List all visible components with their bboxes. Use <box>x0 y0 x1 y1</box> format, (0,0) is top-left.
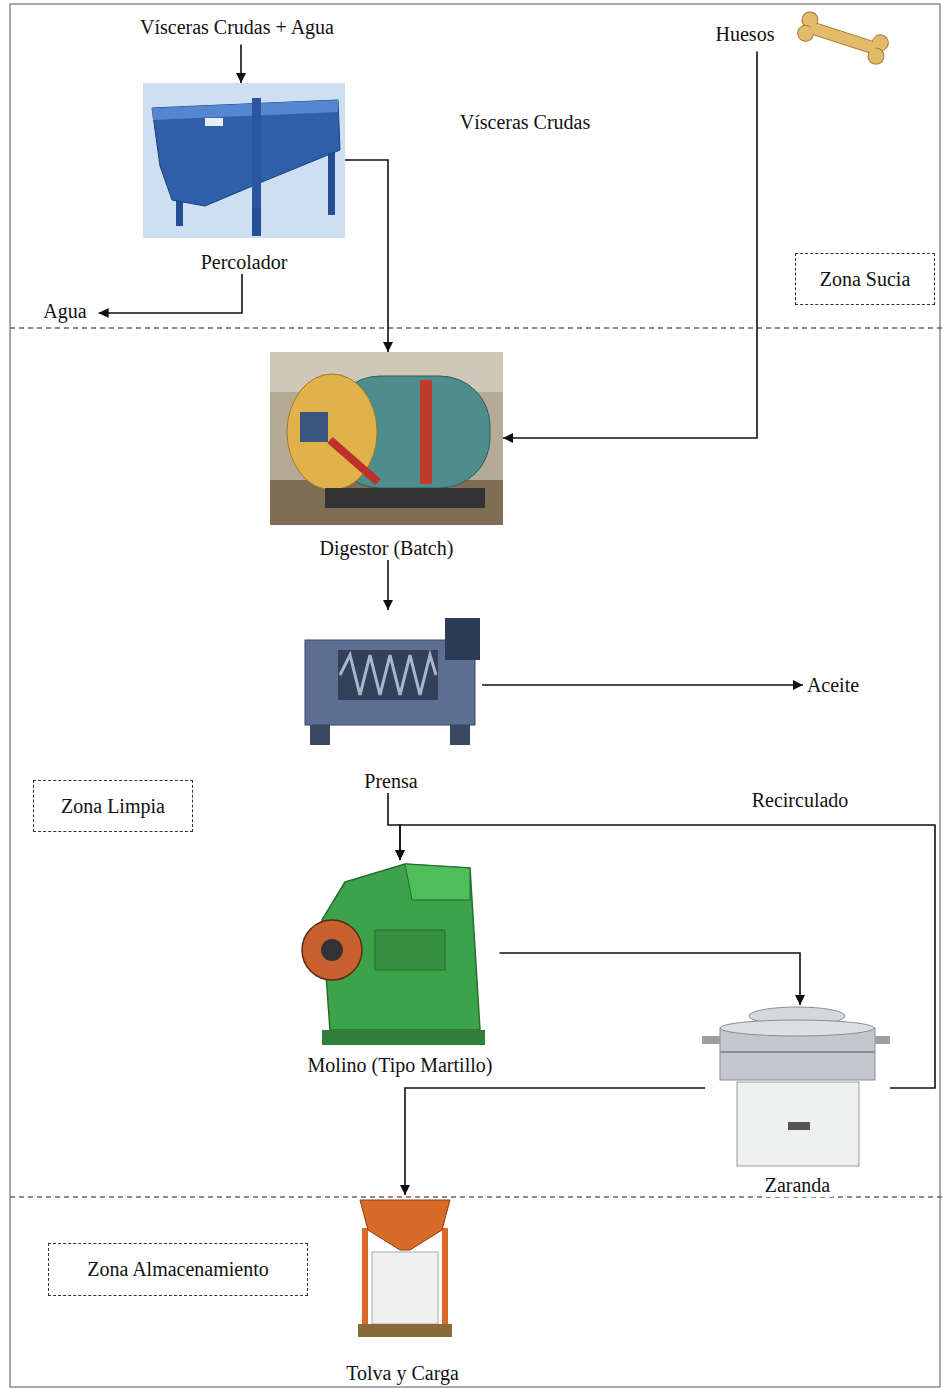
flow-label: Vísceras Crudas + Agua <box>140 16 334 39</box>
vibrating-screen-illustration-part <box>720 1051 875 1053</box>
flow-arrow <box>482 684 803 686</box>
illustration-space <box>300 610 482 750</box>
input-text: Vísceras Crudas + Agua <box>136 14 346 45</box>
hopper-illustration-part <box>358 1324 452 1337</box>
hopper-illustration-part <box>442 1228 448 1336</box>
illustration-space <box>705 1005 890 1170</box>
equipment-label: Percolador <box>198 251 291 274</box>
zone-label: Zona Sucia <box>820 268 911 291</box>
bone-icon-part <box>809 22 877 54</box>
percolator-illustration-part <box>252 98 261 208</box>
vibrating-screen-illustration-part <box>788 1122 810 1130</box>
flow-label: Aceite <box>807 674 859 697</box>
zone-box: Zona Sucia <box>795 253 935 305</box>
zone-label: Zona Limpia <box>61 795 165 818</box>
percolator-illustration-part <box>328 145 335 215</box>
zone-label: Zona Almacenamiento <box>87 1258 269 1281</box>
zone-box: Zona Almacenamiento <box>48 1243 308 1296</box>
illustration-space <box>270 352 503 525</box>
press-illustration-part <box>338 650 438 700</box>
input-text: Huesos <box>712 21 787 52</box>
bone-icon-part <box>809 23 877 54</box>
digester-illustration-part <box>300 412 328 442</box>
percolator-illustration-part <box>152 100 340 206</box>
vibrating-screen-illustration-part <box>737 1082 859 1166</box>
flow-arrow <box>388 793 400 860</box>
zone-box: Zona Limpia <box>33 780 193 832</box>
flow-arrow <box>405 1088 705 1195</box>
digester-illustration-part <box>420 380 432 484</box>
press-illustration <box>305 618 480 745</box>
vibrating-screen-illustration-part <box>875 1036 890 1044</box>
edge-label: Recirculado <box>749 789 852 812</box>
hammer-mill-illustration-part <box>405 864 470 900</box>
zone-divider-part <box>10 327 942 329</box>
flow-arrow <box>400 825 935 1088</box>
vibrating-screen-illustration-part <box>720 1020 874 1036</box>
press-illustration-part <box>450 725 470 745</box>
hopper-illustration-part <box>372 1252 438 1324</box>
hammer-mill-illustration-part <box>322 1030 485 1045</box>
hammer-mill-illustration-part <box>302 920 362 980</box>
illustration-space <box>301 860 500 1048</box>
illustration-space <box>143 83 345 238</box>
hammer-mill-illustration <box>302 864 485 1045</box>
equipment-label: Tolva y Carga <box>343 1362 462 1385</box>
equipment-label: Molino (Tipo Martillo) <box>305 1054 496 1077</box>
flow-arrow <box>499 953 800 1005</box>
vibrating-screen-illustration <box>702 1007 890 1166</box>
digester-illustration <box>270 352 503 525</box>
bone-icon <box>796 10 891 66</box>
equipment-node: Molino (Tipo Martillo) <box>301 860 500 1077</box>
equipment-label: Zaranda <box>762 1174 834 1197</box>
equipment-node: Zaranda <box>705 1005 890 1197</box>
flow-arrow <box>240 45 242 84</box>
flow-note: Vísceras Crudas <box>457 111 594 134</box>
equipment-label: Prensa <box>361 770 420 793</box>
hopper-illustration-part <box>362 1228 368 1336</box>
illustration-space <box>339 1195 466 1340</box>
equipment-node: Digestor (Batch) <box>270 352 503 560</box>
press-illustration-part <box>445 618 480 660</box>
flow-label: Huesos <box>716 23 775 46</box>
percolator-illustration-part <box>205 118 223 126</box>
hammer-mill-illustration-part <box>321 939 343 961</box>
equipment-node: Percolador <box>143 83 345 274</box>
percolator-illustration <box>143 83 345 238</box>
press-illustration-part <box>340 655 436 695</box>
digester-illustration-part <box>270 352 503 525</box>
zone-divider <box>10 328 942 1197</box>
vibrating-screen-illustration-part <box>702 1036 720 1044</box>
percolator-illustration-part <box>152 100 338 120</box>
output-text: Agua <box>39 298 98 329</box>
hopper-illustration <box>358 1200 452 1337</box>
flow-arrow <box>387 560 389 610</box>
page-frame <box>10 4 940 1387</box>
percolator-illustration-part <box>143 83 345 238</box>
digester-illustration-part <box>325 488 485 508</box>
flow-arrow <box>99 274 242 313</box>
equipment-label: Digestor (Batch) <box>317 537 457 560</box>
hammer-mill-illustration-part <box>375 930 445 970</box>
digester-illustration-part <box>330 440 378 482</box>
equipment-node: Tolva y Carga <box>339 1195 466 1385</box>
percolator-illustration-part <box>252 98 261 236</box>
hopper-illustration-part <box>360 1200 450 1250</box>
output-text: Aceite <box>803 672 871 703</box>
flow-arrow <box>503 52 757 439</box>
press-illustration-part <box>310 725 330 745</box>
equipment-node: Prensa <box>300 610 482 793</box>
flow-label: Agua <box>43 300 86 323</box>
flow-arrow <box>345 160 388 352</box>
digester-illustration-part <box>287 374 377 490</box>
page-frame-part <box>10 4 940 1387</box>
